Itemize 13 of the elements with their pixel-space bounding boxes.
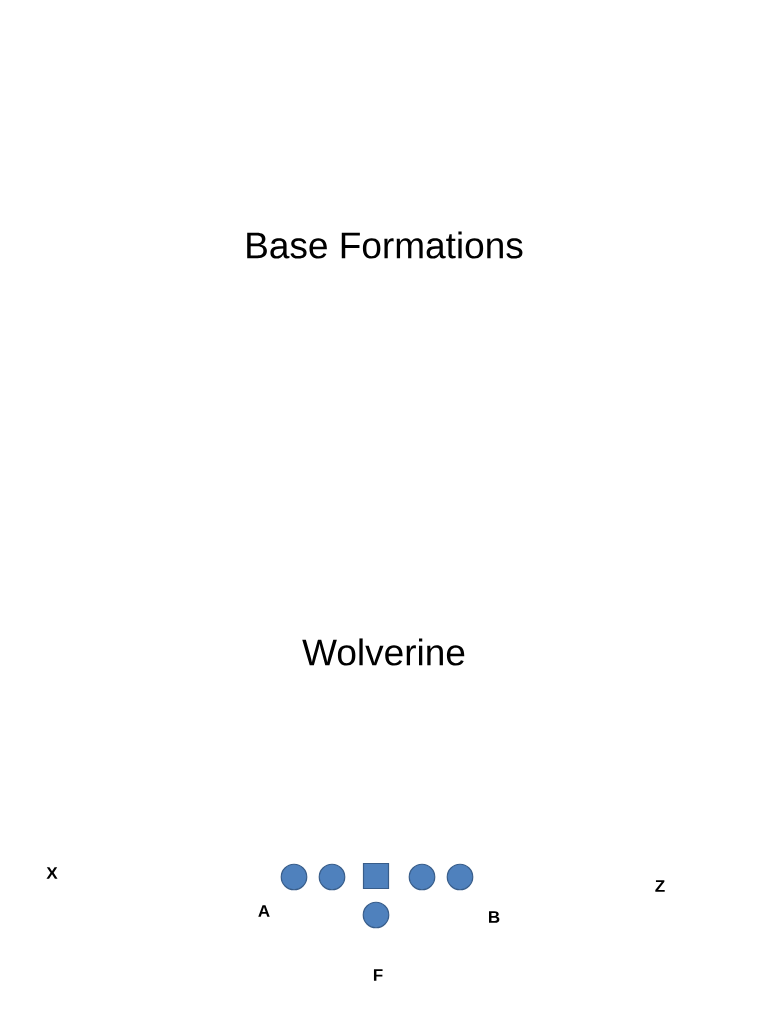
position-letter: A — [258, 905, 270, 917]
player-circle — [280, 863, 308, 891]
player-circle — [408, 863, 436, 891]
position-letter: B — [489, 911, 500, 923]
position-letter: Z — [655, 880, 665, 892]
position-letter: X — [46, 867, 58, 879]
player-circle — [446, 863, 474, 891]
subtitle: Wolverine — [302, 638, 465, 666]
player-circle — [362, 901, 390, 929]
position-letter: F — [373, 969, 383, 981]
player-square — [362, 862, 390, 890]
player-circle — [318, 863, 346, 891]
title: Base Formations — [247, 231, 523, 259]
